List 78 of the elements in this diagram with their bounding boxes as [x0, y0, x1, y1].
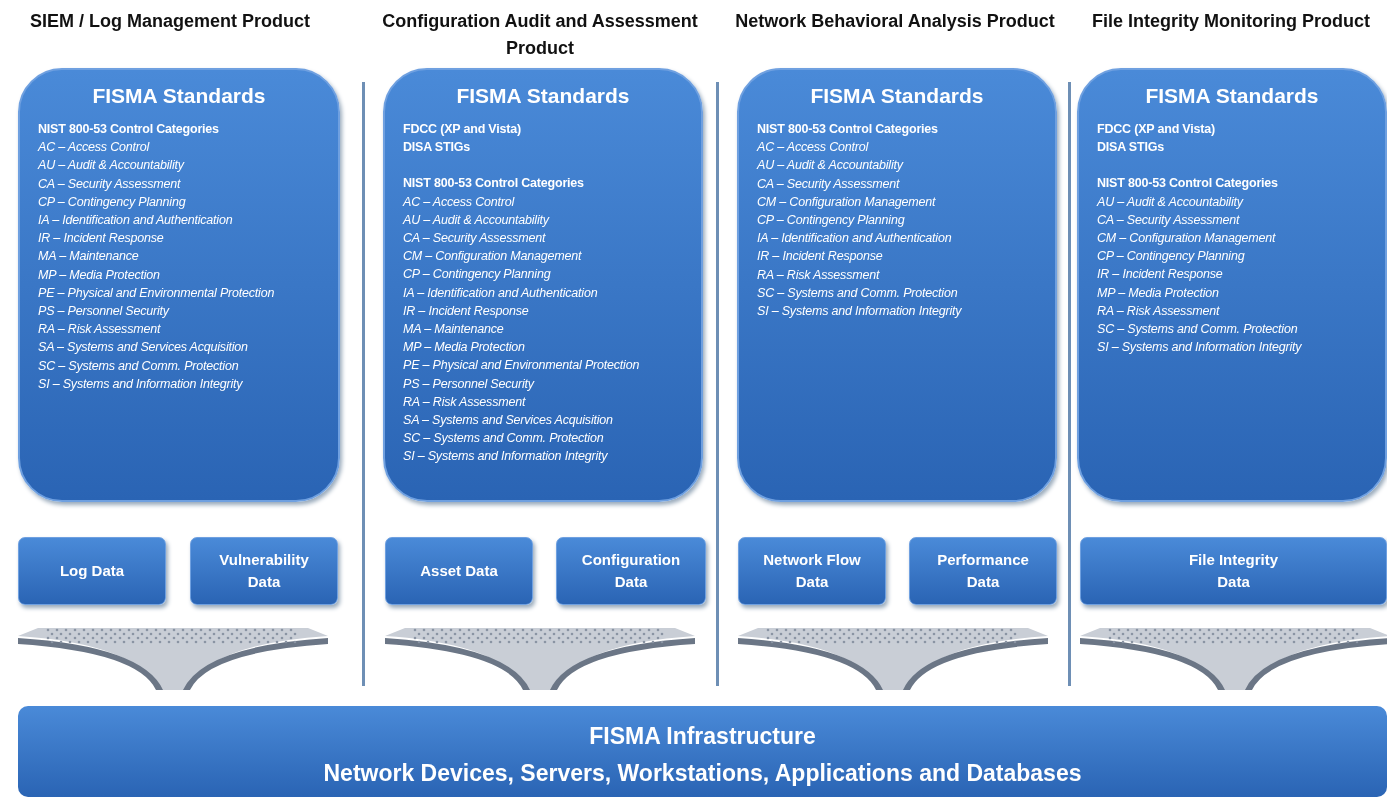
list-item: AU – Audit & Accountability: [403, 211, 551, 229]
standards-panel: [737, 68, 1057, 502]
infrastructure-bar: [18, 706, 1387, 797]
list-item: PS – Personnel Security: [403, 375, 536, 393]
column-heading: SIEM / Log Management Product: [29, 10, 311, 33]
list-item: FDCC (XP and Vista): [1097, 121, 1216, 138]
list-item: SC – Systems and Comm. Protection: [38, 357, 240, 375]
list-item: AU – Audit & Accountability: [38, 157, 186, 175]
list-item: RA – Risk Assessment: [403, 393, 527, 411]
list-item: DISA STIGs: [403, 139, 471, 157]
list-item: NIST 800-53 Control Categories: [757, 121, 939, 138]
list-item: CA – Security Assessment: [757, 175, 901, 193]
panel-heading: FISMA Standards: [455, 84, 631, 108]
list-item: DISA STIGs: [1097, 139, 1165, 157]
panel-heading: FISMA Standards: [91, 84, 267, 108]
list-item: MP – Media Protection: [1097, 284, 1220, 302]
list-item: IR – Incident Response: [403, 302, 530, 320]
list-item: CM – Configuration Management: [757, 193, 937, 211]
list-item: FDCC (XP and Vista): [403, 121, 522, 138]
list-item: IR – Incident Response: [38, 230, 165, 248]
list-item: RA – Risk Assessment: [757, 266, 881, 284]
data-source-box: Asset Data: [385, 537, 533, 605]
list-item: PS – Personnel Security: [38, 303, 171, 321]
list-item: IR – Incident Response: [757, 248, 884, 266]
list-item: NIST 800-53 Control Categories: [1097, 175, 1279, 193]
column-heading: Configuration Audit and Assessment Product: [381, 10, 699, 60]
list-item: NIST 800-53 Control Categories: [403, 175, 585, 193]
list-item: AU – Audit & Accountability: [1097, 193, 1245, 211]
standards-panel: [18, 68, 340, 502]
data-source-box: File Integrity Data: [1080, 537, 1387, 605]
data-source-box: Network Flow Data: [738, 537, 886, 605]
data-source-box: Configuration Data: [556, 537, 706, 605]
list-item: AU – Audit & Accountability: [757, 157, 905, 175]
data-source-box: Vulnerability Data: [190, 537, 338, 605]
list-item: PE – Physical and Environmental Protection: [38, 284, 276, 302]
bar-heading: FISMA Infrastructure: [588, 722, 817, 751]
data-source-box: Log Data: [18, 537, 166, 605]
list-item: SC – Systems and Comm. Protection: [403, 430, 605, 448]
list-item: CP – Contingency Planning: [757, 212, 906, 229]
list-item: SA – Systems and Services Acquisition: [403, 412, 614, 430]
list-item: CM – Configuration Management: [403, 248, 583, 266]
list-item: NIST 800-53 Control Categories: [38, 121, 220, 138]
list-item: IA – Identification and Authentication: [38, 212, 234, 229]
list-item: CP – Contingency Planning: [403, 266, 552, 284]
data-source-box: Performance Data: [909, 537, 1057, 605]
panel-heading: FISMA Standards: [1144, 84, 1320, 108]
list-item: SC – Systems and Comm. Protection: [1097, 321, 1299, 339]
list-item: AC – Access Control: [757, 139, 870, 157]
list-item: AC – Access Control: [403, 193, 516, 211]
list-item: AC – Access Control: [38, 139, 151, 157]
list-item: MP – Media Protection: [38, 266, 161, 284]
column-heading: File Integrity Monitoring Product: [1091, 10, 1371, 33]
list-item: RA – Risk Assessment: [1097, 302, 1221, 320]
list-item: MP – Media Protection: [403, 339, 526, 357]
list-item: IA – Identification and Authentication: [403, 284, 599, 302]
list-item: SI – Systems and Information Integrity: [38, 375, 244, 393]
list-item: SA – Systems and Services Acquisition: [38, 339, 249, 357]
list-item: CP – Contingency Planning: [38, 193, 187, 211]
column-heading: Network Behavioral Analysis Product: [734, 10, 1056, 33]
list-item: CA – Security Assessment: [403, 230, 547, 247]
list-item: PE – Physical and Environmental Protection: [403, 357, 641, 375]
list-item: MA – Maintenance: [38, 248, 140, 266]
list-item: CA – Security Assessment: [1097, 211, 1241, 229]
list-item: CP – Contingency Planning: [1097, 248, 1246, 266]
list-item: CA – Security Assessment: [38, 175, 182, 193]
list-item: SC – Systems and Comm. Protection: [757, 284, 959, 302]
bar-subheading: Network Devices, Servers, Workstations, Applications and Databases: [322, 759, 1083, 788]
list-item: CM – Configuration Management: [1097, 230, 1277, 247]
standards-panel: [383, 68, 703, 502]
list-item: IR – Incident Response: [1097, 266, 1224, 284]
list-item: SI – Systems and Information Integrity: [757, 303, 963, 321]
standards-panel: [1077, 68, 1387, 502]
panel-heading: FISMA Standards: [809, 84, 985, 108]
list-item: MA – Maintenance: [403, 321, 505, 339]
list-item: IA – Identification and Authentication: [757, 230, 953, 248]
list-item: SI – Systems and Information Integrity: [1097, 339, 1303, 357]
list-item: RA – Risk Assessment: [38, 321, 162, 339]
list-item: SI – Systems and Information Integrity: [403, 448, 609, 466]
